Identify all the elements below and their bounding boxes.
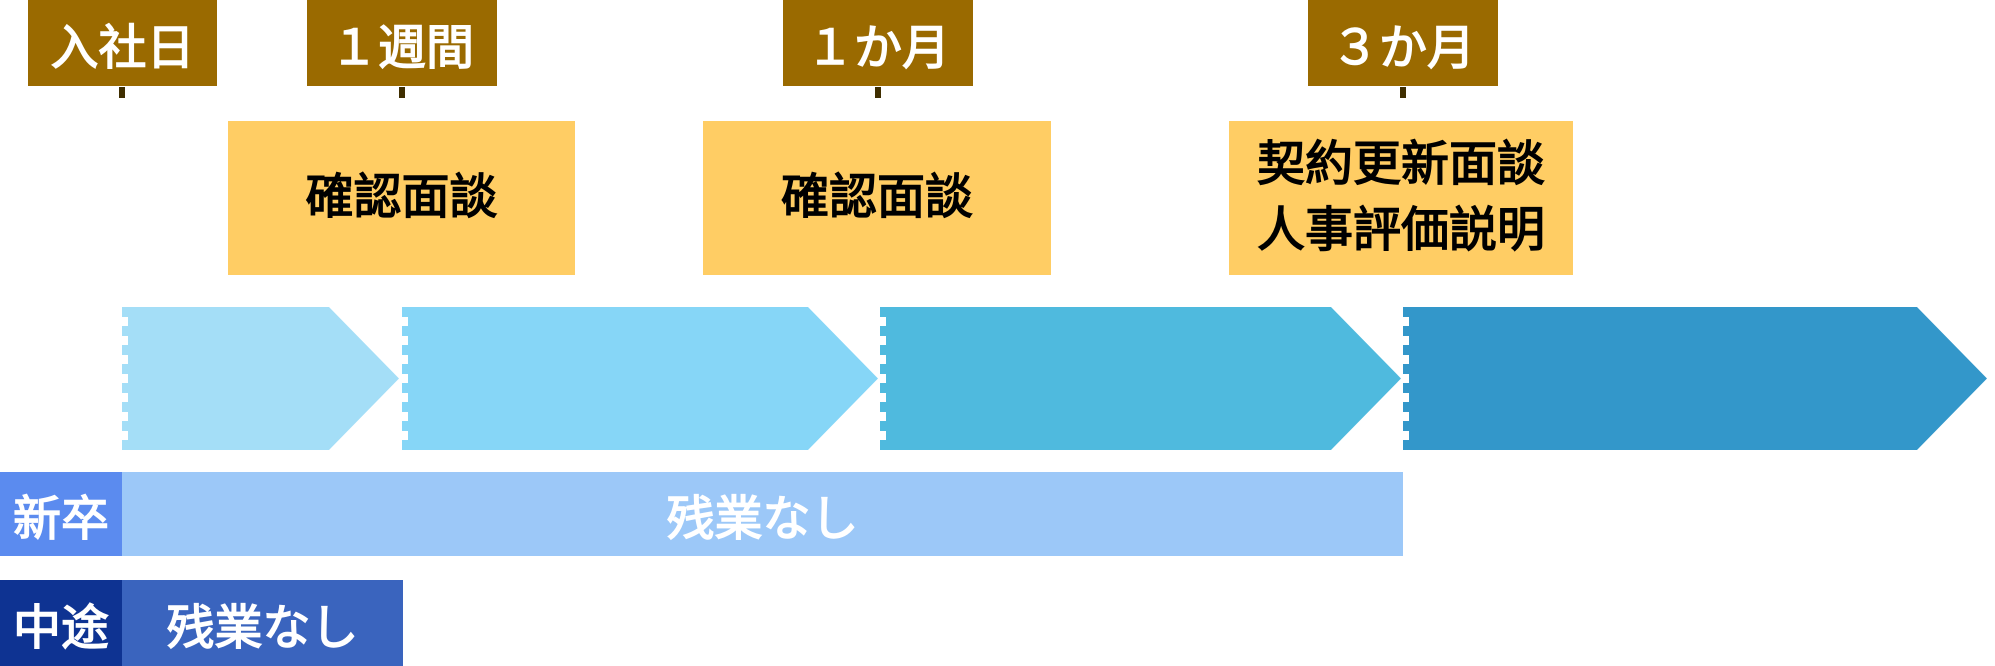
event-box-contract-renewal: 契約更新面談 人事評価説明 (1229, 121, 1573, 275)
milestone-label-1-month: １か月 (783, 0, 973, 86)
milestone-label-3-months: ３か月 (1308, 0, 1498, 86)
row-label-new-graduate: 新卒 (0, 472, 122, 556)
timeline-arrow-phase-4 (1403, 307, 1987, 450)
event-box-line: 契約更新面談 (1256, 137, 1545, 191)
row-bar-mid-career-no-overtime: 残業なし (122, 580, 403, 666)
timeline-arrow-phase-1 (122, 307, 399, 450)
event-box-line: 確認面談 (305, 170, 498, 224)
row-bar-new-graduate-no-overtime: 残業なし (122, 472, 1403, 556)
connector-tick (399, 87, 405, 98)
timeline-arrow-phase-2 (402, 307, 878, 450)
event-box-line: 確認面談 (780, 170, 973, 224)
milestone-label-hire-date: 入社日 (28, 0, 217, 86)
event-box-confirmation-interview-2: 確認面談 (703, 121, 1051, 275)
row-label-mid-career: 中途 (0, 580, 122, 666)
event-box-confirmation-interview-1: 確認面談 (228, 121, 575, 275)
connector-tick (119, 87, 125, 98)
timeline-arrow-phase-3 (880, 307, 1401, 450)
connector-tick (1400, 87, 1406, 98)
connector-tick (875, 87, 881, 98)
milestone-label-1-week: １週間 (307, 0, 497, 86)
event-box-line: 人事評価説明 (1256, 204, 1545, 257)
